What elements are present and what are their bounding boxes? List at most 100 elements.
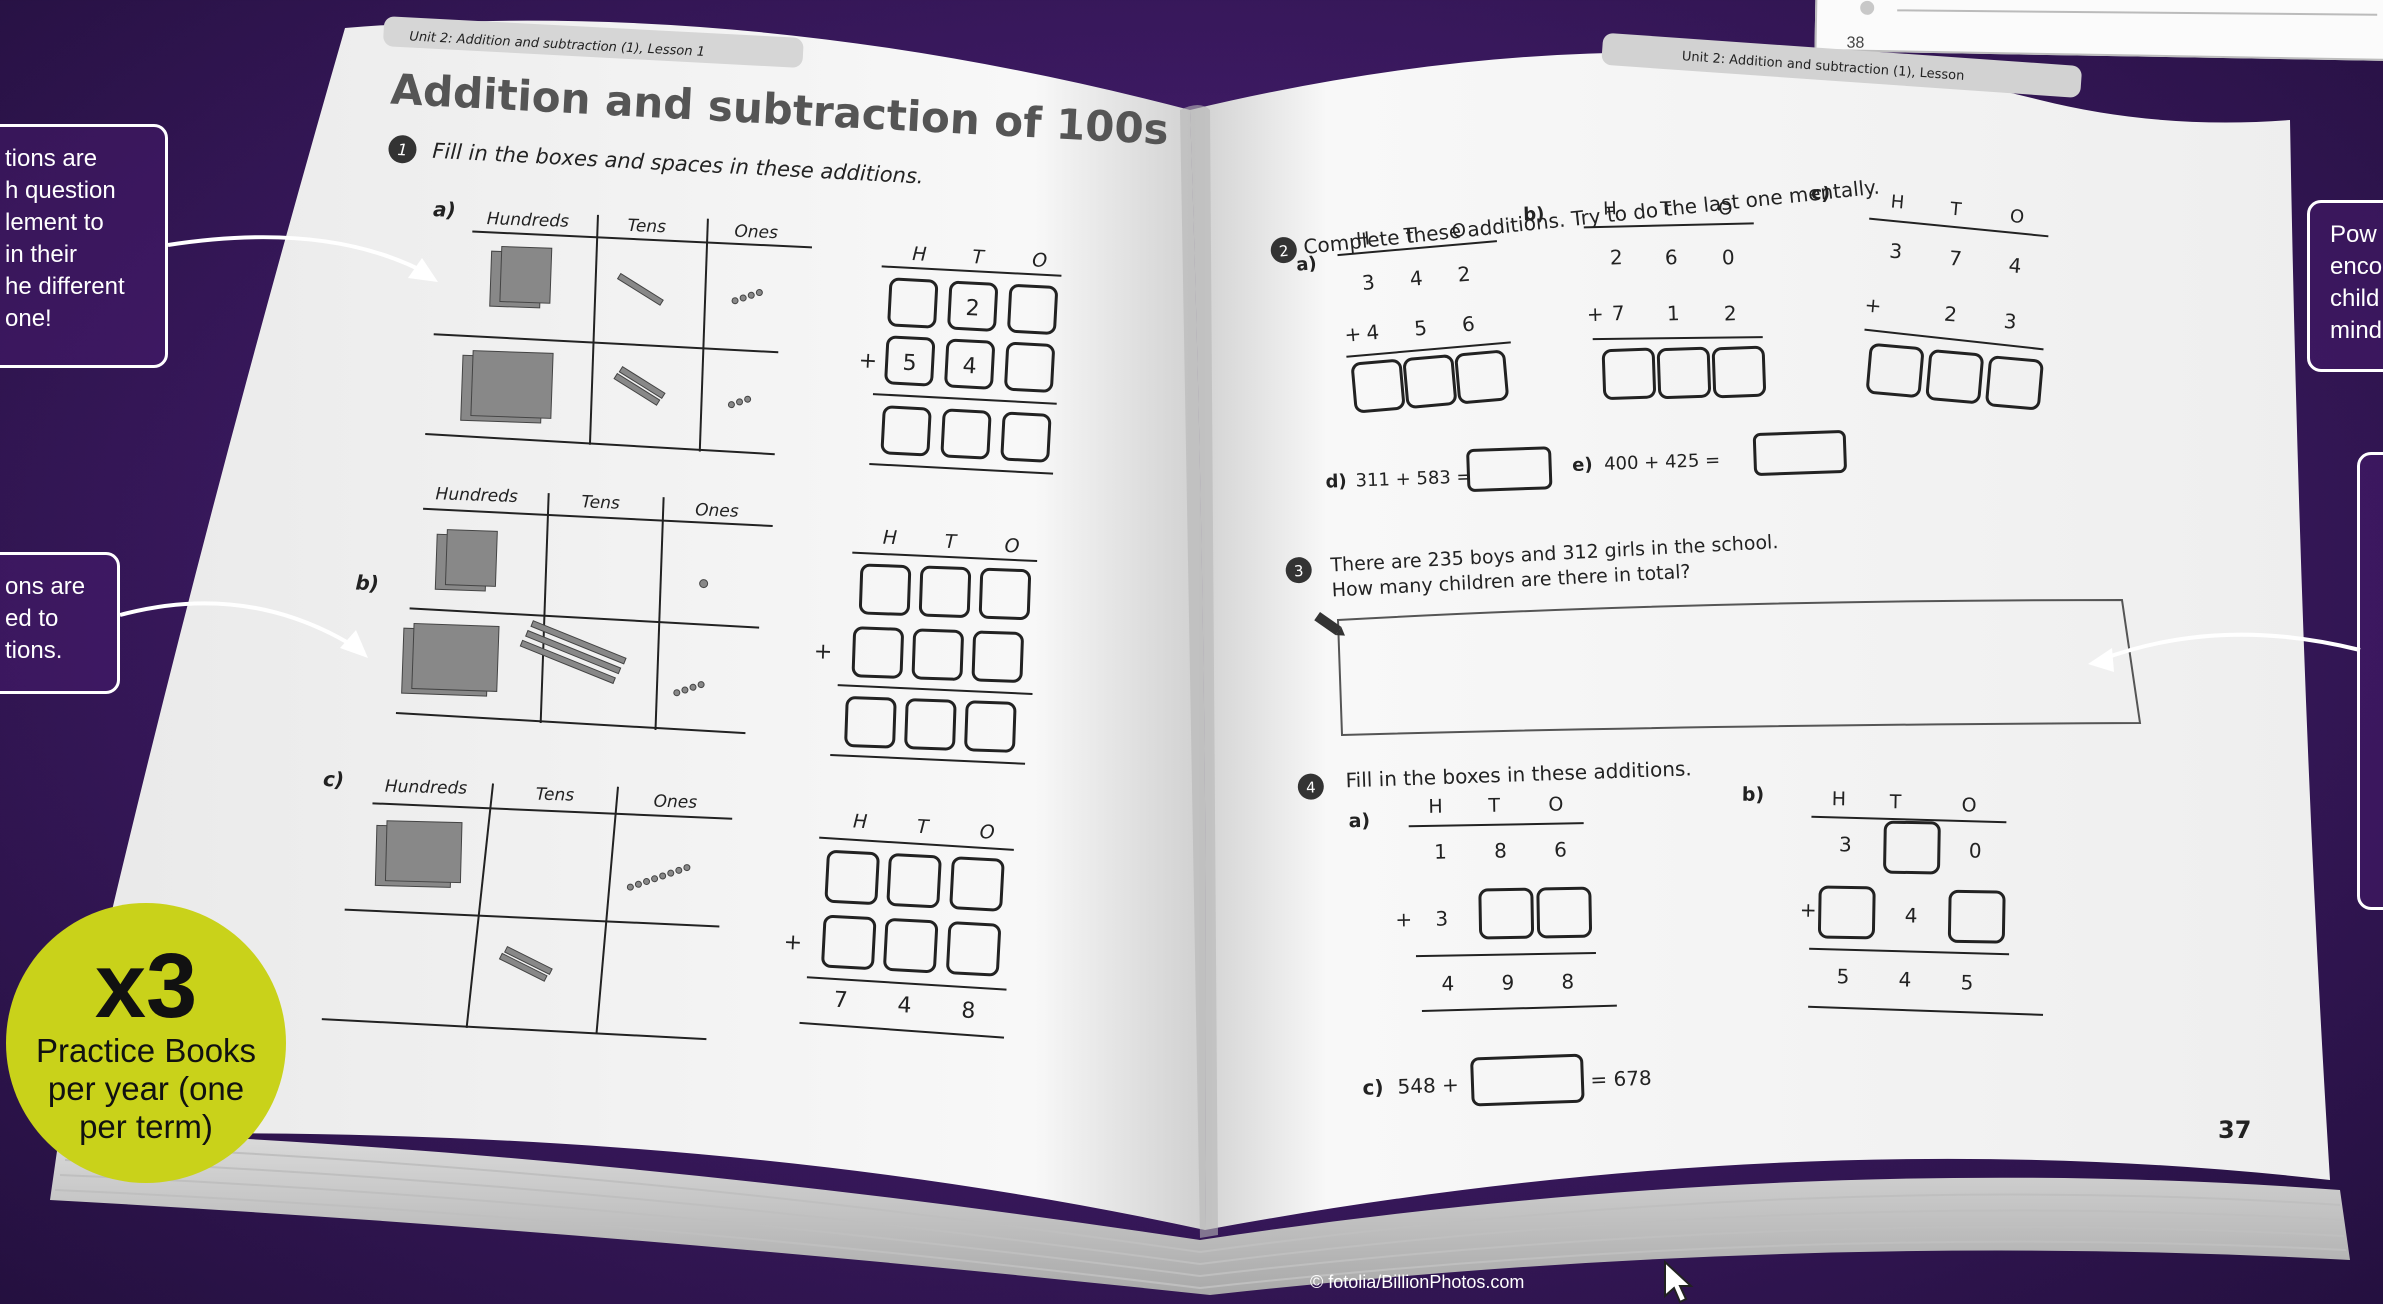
q4b-label: b): [1742, 784, 1765, 806]
q2c-bottom-o: 3: [2003, 309, 2018, 334]
left-page: [60, 20, 1206, 1231]
callout-line: enco: [2330, 253, 2383, 280]
q4b-result-o: 5: [1960, 970, 1973, 994]
q4a-box-o: [1536, 886, 1593, 939]
callout-line: lement to: [5, 209, 104, 236]
callout-left-mid: ons are ed to tions.: [0, 552, 120, 694]
page-number: 37: [2218, 1116, 2251, 1144]
column-add-b: H T O +: [813, 527, 1038, 765]
q4a-top-o: 6: [1554, 837, 1567, 861]
col-ones: Ones: [695, 500, 739, 522]
col-h: H: [853, 810, 868, 833]
callout-line: one!: [5, 305, 52, 332]
table-c: c) Hundreds Tens Ones: [321, 767, 733, 1041]
q4b-box-h: [1817, 885, 1876, 940]
q4b-top-h: 3: [1839, 832, 1852, 856]
badge-line1: Practice Books: [35, 1032, 257, 1069]
q4-number: 4: [1306, 778, 1316, 796]
callout-line: ed to: [5, 605, 59, 632]
col-ones: Ones: [653, 792, 697, 813]
q4b: b) H T O 3 0 + 4 5 4 5: [1742, 784, 2044, 1016]
col-t: T: [972, 246, 986, 269]
col-o: O: [1004, 535, 1020, 558]
photo-credit: © fotolia/BillionPhotos.com: [1310, 1272, 1525, 1292]
q1-number-circle: [388, 135, 417, 164]
col-h: H: [1603, 198, 1617, 219]
col-o: O: [1961, 794, 1976, 816]
q1-number: 1: [397, 140, 408, 160]
callout-line: ons are: [5, 573, 86, 600]
page-edge-lines: [54, 1144, 2347, 1290]
q2b-bottom-h: 7: [1611, 301, 1625, 325]
q2c-top-t: 7: [1948, 246, 1963, 271]
q2b-top-t: 6: [1664, 245, 1678, 269]
plus-sign: +: [1864, 293, 1883, 318]
callout-line: Pow: [2330, 221, 2377, 248]
q2c-top-o: 4: [2008, 253, 2023, 278]
col-h: H: [1355, 228, 1370, 250]
callout-line: h question: [5, 177, 116, 204]
callout-line: mind: [2330, 317, 2383, 344]
base-ten-blocks-c: [374, 820, 691, 982]
q4b-result-h: 5: [1836, 964, 1849, 988]
q2d-label: d): [1325, 471, 1347, 493]
base-ten-blocks-b: [401, 529, 709, 697]
col-o: O: [979, 821, 995, 844]
q2c-bottom-t: 2: [1943, 302, 1958, 327]
q4a-result-o: 8: [1561, 969, 1574, 993]
col-o: O: [1032, 249, 1048, 272]
badge-line3: per term): [79, 1108, 213, 1145]
pencil-icon: [1314, 612, 1345, 636]
mouse-cursor-icon: [1664, 1259, 1694, 1304]
q2a-bottom-o: 6: [1461, 311, 1476, 336]
q2c-label: c): [1810, 183, 1831, 206]
q4a-top-t: 8: [1494, 839, 1507, 863]
col-h: H: [882, 527, 897, 549]
col-o: O: [1451, 220, 1467, 242]
q2e-label: e): [1572, 454, 1593, 476]
plus-sign: +: [1586, 302, 1604, 327]
callout-line: tions.: [5, 637, 63, 664]
practice-books-badge: x3 Practice Books per year (one per term…: [6, 903, 286, 1183]
right-header-tab: [1601, 33, 2082, 98]
table-a: a) Hundreds Tens Ones: [425, 197, 813, 456]
q2-number: 2: [1278, 242, 1289, 261]
callout-left-top: tions are h question lement to in their …: [0, 124, 168, 368]
q2e-expr: 400 + 425 =: [1604, 450, 1721, 475]
q4b-box-o: [1947, 889, 2006, 944]
q2c-top-h: 3: [1888, 239, 1903, 264]
callout-line: he different: [5, 273, 125, 300]
q2b-top-h: 2: [1609, 245, 1623, 269]
q4c-answer-box: [1470, 1053, 1585, 1107]
q4b-box-t: [1883, 820, 1941, 875]
col-t: T: [1948, 199, 1963, 221]
a-bottom-t: 4: [962, 354, 977, 380]
q2d-answer-box: [1466, 446, 1553, 492]
q4a-result-t: 9: [1501, 970, 1514, 994]
q4b-top-o: 0: [1969, 839, 1982, 863]
col-hundreds: Hundreds: [486, 209, 569, 232]
badge-multiplier: x3: [94, 935, 198, 1037]
part-c-label: c): [323, 767, 345, 792]
q4a-box-t: [1478, 887, 1535, 940]
q2a-bottom-t: 5: [1413, 316, 1428, 341]
q2b-label: b): [1523, 204, 1545, 226]
col-o: O: [1718, 198, 1733, 219]
q2-number-circle: [1270, 237, 1297, 264]
plus-sign: +: [1395, 907, 1412, 931]
q2c: c) H T O 3 7 4 + 2 3: [1810, 183, 2049, 410]
q4a-label: a): [1348, 810, 1370, 832]
col-hundreds: Hundreds: [435, 484, 518, 507]
callout-arrows: [119, 235, 2361, 662]
callout-right-top: Pow enco child mind: [2307, 200, 2383, 372]
callout-line: child: [2330, 285, 2380, 312]
col-h: H: [912, 243, 927, 266]
q2a-top-o: 2: [1457, 262, 1472, 287]
q2a-label: a): [1295, 253, 1317, 276]
a-bottom-h: 5: [902, 351, 917, 377]
col-t: T: [1659, 198, 1673, 219]
q2b-bottom-t: 1: [1666, 301, 1680, 325]
q2a-top-h: 3: [1361, 270, 1376, 295]
col-t: T: [1402, 224, 1417, 246]
